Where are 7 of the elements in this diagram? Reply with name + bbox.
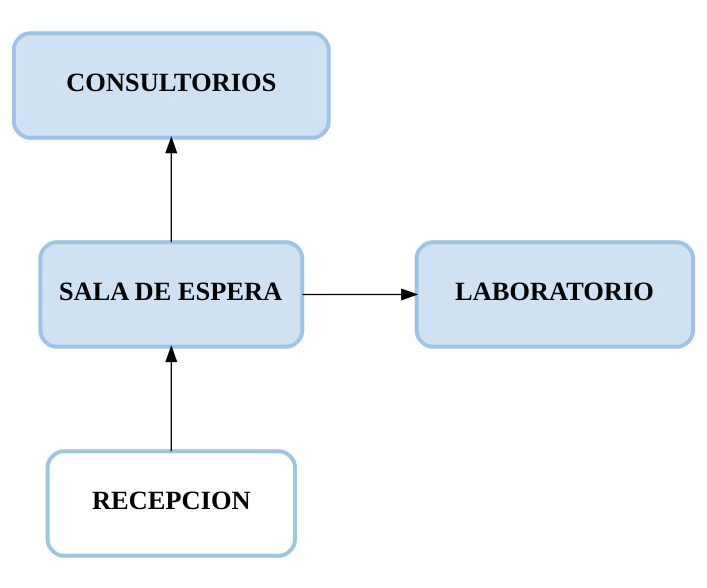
arrow [165,135,178,242]
node-box: CONSULTORIOS [12,30,331,140]
node-box: SALA DE ESPERA [38,240,304,348]
arrow [302,288,418,300]
arrow [165,344,178,451]
node-box: LABORATORIO [414,240,696,348]
node-box: RECEPCION [46,448,297,558]
